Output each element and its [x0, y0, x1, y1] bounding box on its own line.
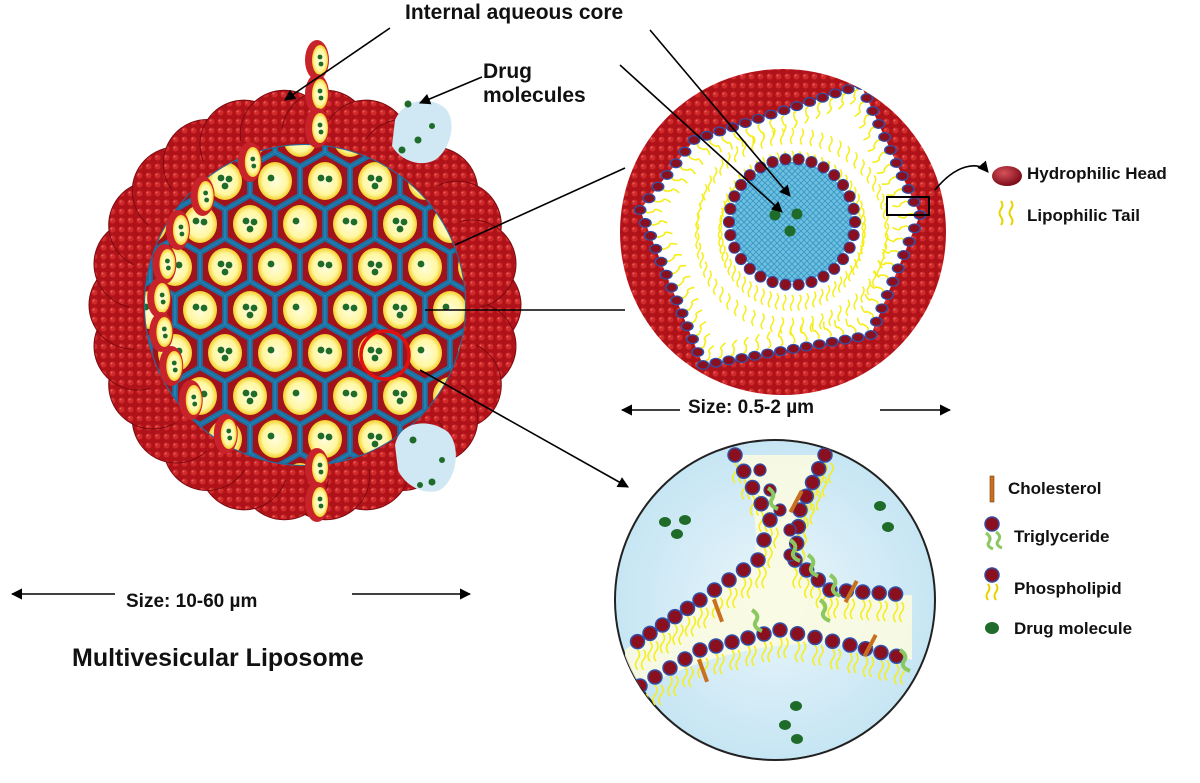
- highlight-circle: [359, 329, 411, 381]
- legend-phospholipid: Phospholipid: [1014, 579, 1122, 598]
- aqueous-core: [732, 162, 852, 282]
- zoom-box: [886, 196, 930, 216]
- junction-bilayer: [625, 455, 912, 695]
- legend-drug-molecule: Drug molecule: [1014, 619, 1133, 638]
- hydrophilic-head-icon: [992, 166, 1022, 186]
- junction-cholesterol-triglyceride: [697, 486, 911, 683]
- cut-vesicle-edge: [147, 40, 329, 522]
- size-large-label: Size: 10-60 µm: [126, 591, 258, 612]
- diagram-title: Multivesicular Liposome: [72, 644, 364, 672]
- legend-triglyceride: Triglyceride: [1014, 527, 1110, 546]
- drug-release-cloud-top: [392, 100, 452, 164]
- triglyceride-icon: [984, 516, 1003, 551]
- hexagon-heads: [633, 80, 927, 370]
- lipophilic-tail-icon: [998, 200, 1014, 226]
- cholesterol-icon: [989, 475, 995, 503]
- aqueous-drug-molecules: [659, 501, 894, 744]
- drug-molecules-label: Drug molecules: [483, 60, 586, 107]
- phospholipid-icon: [984, 567, 1000, 601]
- drug-release-cloud-bottom: [395, 423, 456, 492]
- internal-core-label: Internal aqueous core: [405, 1, 624, 24]
- legend-cholesterol: Cholesterol: [1008, 479, 1102, 498]
- connector-lines: [10, 27, 989, 600]
- legend-hydrophilic-head: Hydrophilic Head: [1027, 164, 1167, 183]
- core-heads: [722, 153, 862, 291]
- drug-molecule-icon: [985, 622, 999, 634]
- vesicle-detail: [620, 69, 946, 395]
- size-mid-label: Size: 0.5-2 µm: [688, 397, 815, 418]
- legend-icons: [984, 166, 1022, 634]
- junction-detail: [614, 439, 936, 761]
- legend-lipophilic-tail: Lipophilic Tail: [1027, 206, 1141, 225]
